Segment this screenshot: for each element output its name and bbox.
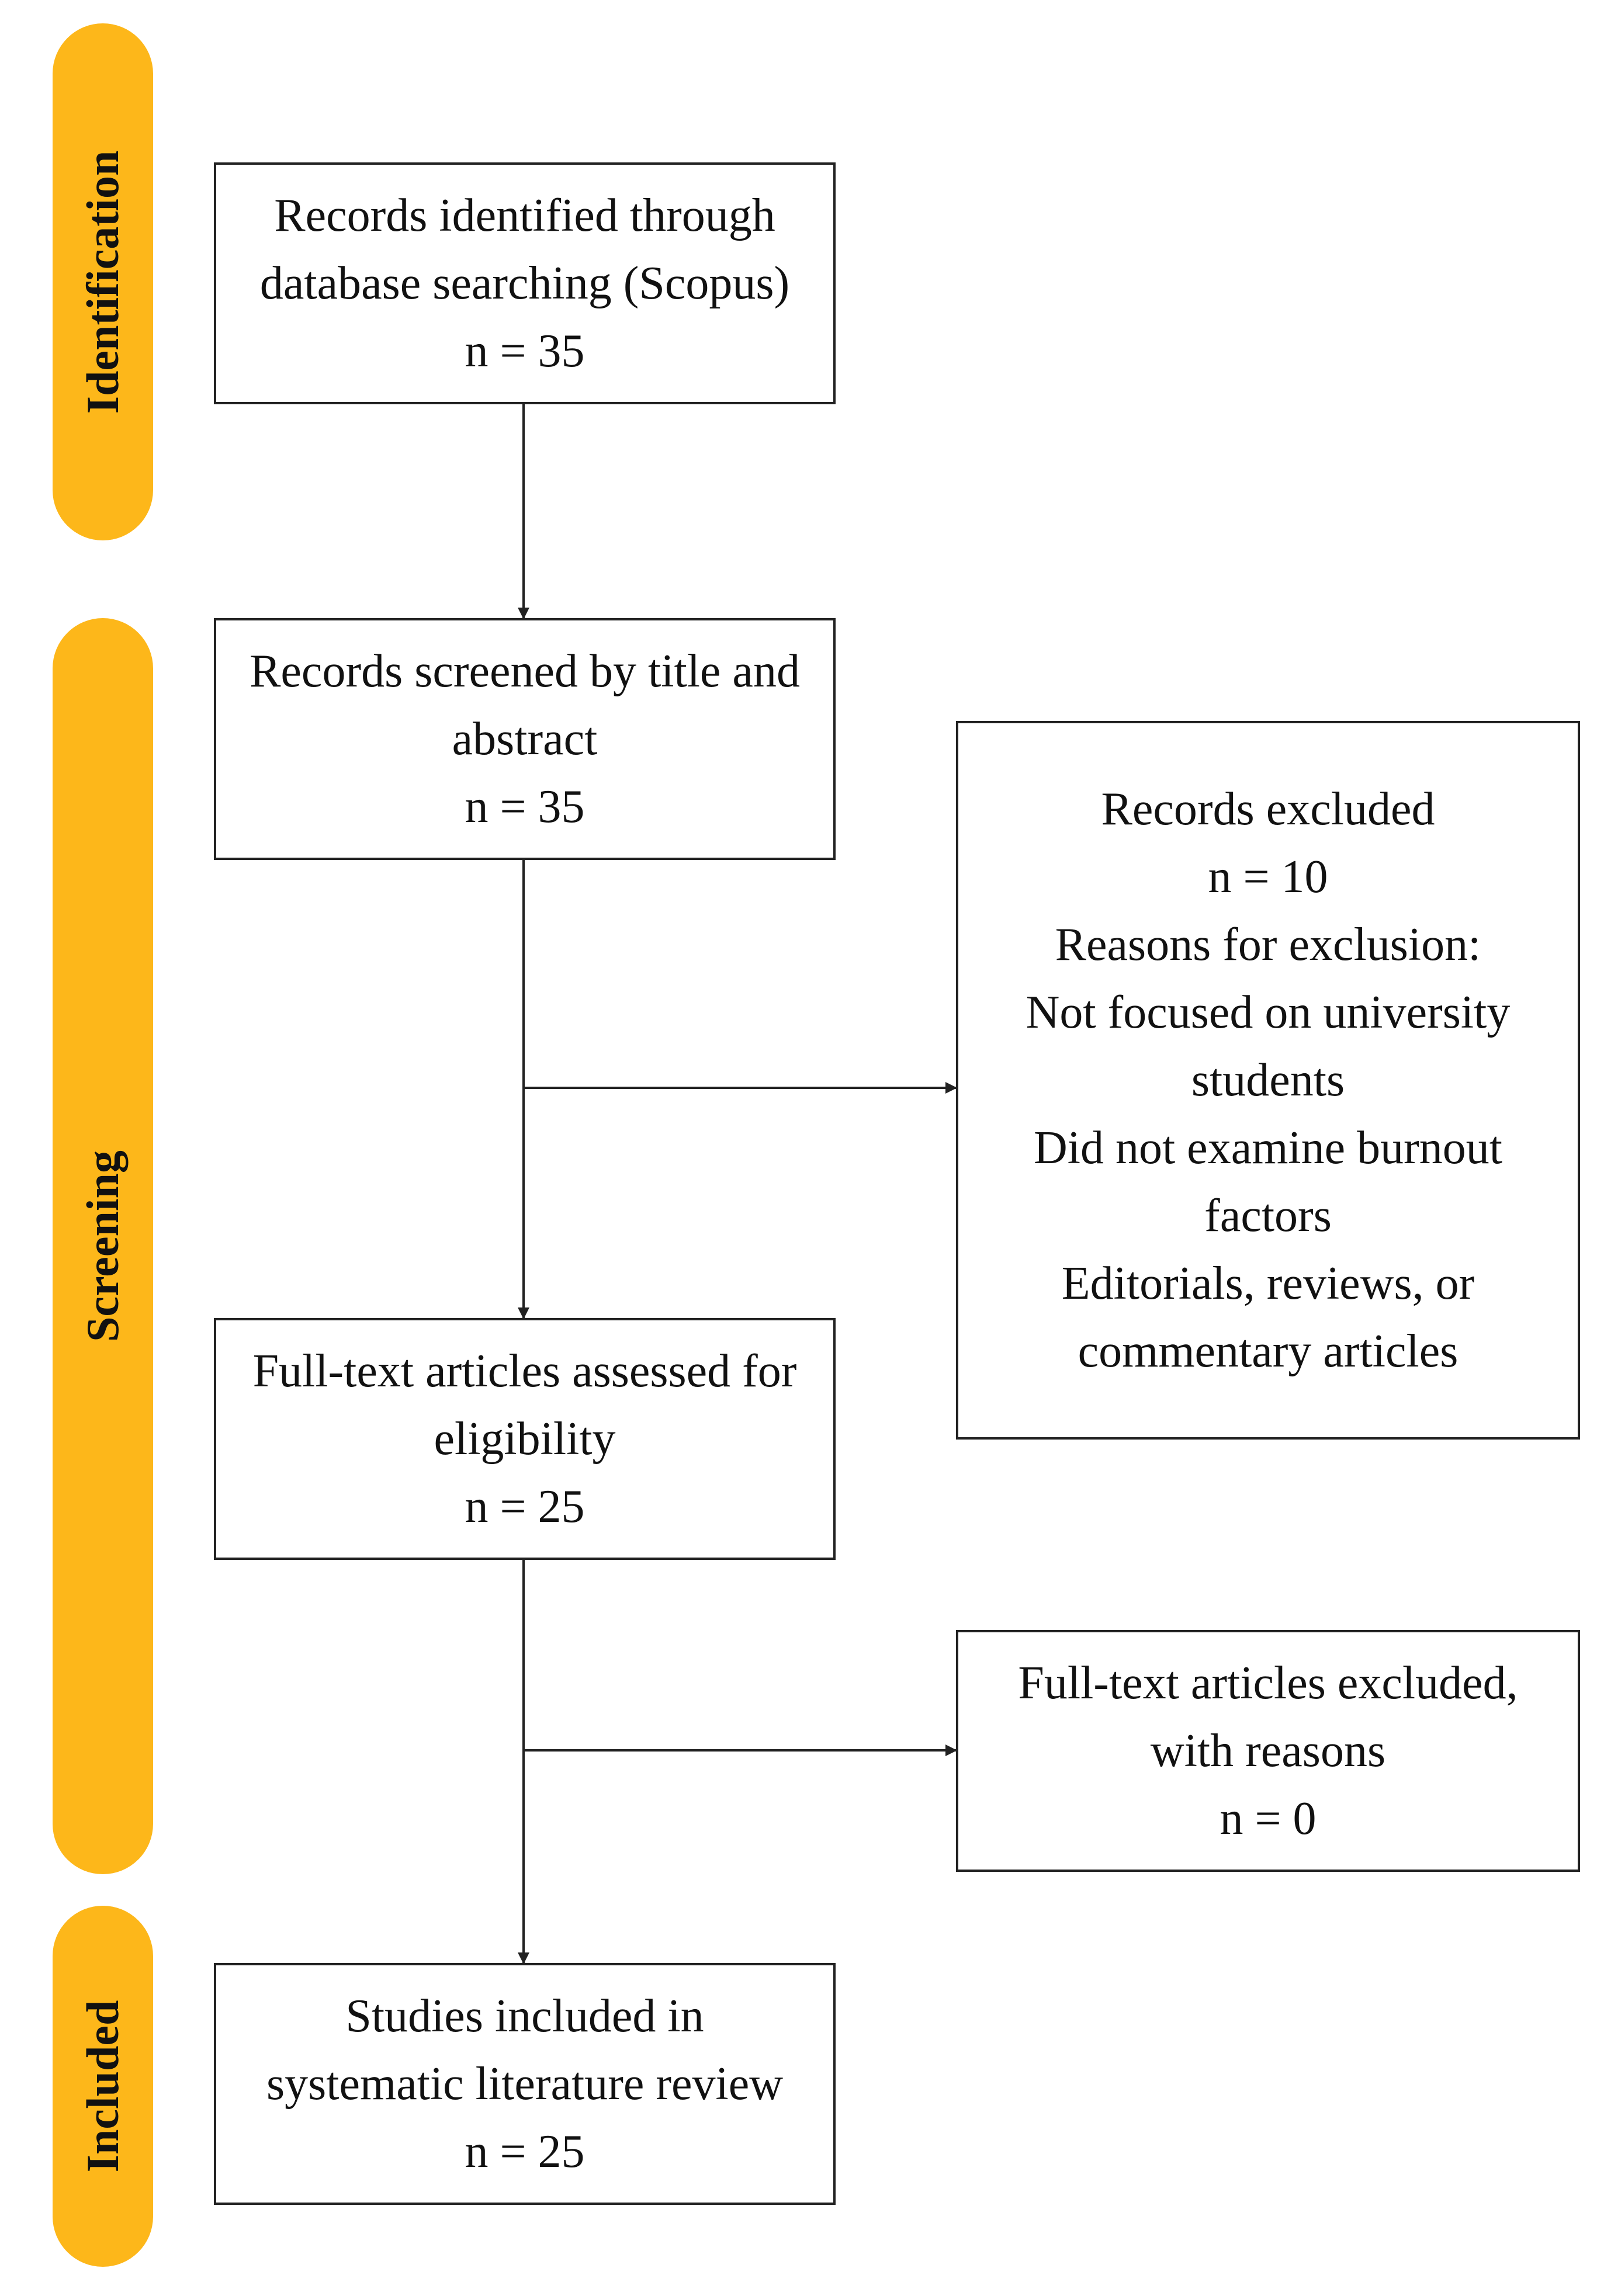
box-line: Did not examine burnout — [1033, 1122, 1503, 1174]
phase-identification: Identification — [53, 23, 153, 540]
box-line: systematic literature review — [266, 2058, 784, 2110]
box-line: database searching (Scopus) — [259, 258, 790, 309]
box-line: Studies included in — [345, 1990, 704, 2042]
box-line: abstract — [452, 713, 598, 765]
box-line: n = 35 — [465, 781, 585, 833]
box-studies-included: Studies included in systematic literatur… — [214, 1963, 836, 2205]
box-line: students — [1191, 1055, 1345, 1106]
box-line: n = 35 — [465, 325, 585, 377]
box-line: eligibility — [434, 1413, 616, 1465]
box-line: factors — [1204, 1190, 1332, 1241]
box-line: Reasons for exclusion: — [1055, 919, 1481, 970]
box-line: Records screened by title and — [250, 646, 800, 697]
phase-included: Included — [53, 1906, 153, 2267]
box-fulltext-assessed: Full-text articles assessed for eligibil… — [214, 1318, 836, 1560]
box-line: Records excluded — [1101, 783, 1435, 835]
box-records-identified: Records identified through database sear… — [214, 162, 836, 404]
box-line: n = 0 — [1220, 1793, 1317, 1844]
phase-screening: Screening — [53, 618, 153, 1874]
box-fulltext-excluded: Full-text articles excluded, with reason… — [956, 1630, 1580, 1872]
box-line: Editorials, reviews, or — [1061, 1258, 1475, 1309]
box-line: Not focused on university — [1026, 987, 1511, 1038]
box-line: n = 25 — [465, 1481, 585, 1532]
box-line: n = 25 — [465, 2126, 585, 2177]
box-records-excluded: Records excluded n = 10 Reasons for excl… — [956, 721, 1580, 1440]
box-line: Records identified through — [274, 190, 775, 241]
box-line: Full-text articles excluded, — [1018, 1657, 1518, 1709]
box-line: Full-text articles assessed for — [252, 1345, 797, 1397]
box-line: n = 10 — [1208, 851, 1328, 903]
box-line: with reasons — [1150, 1725, 1386, 1777]
box-records-screened: Records screened by title and abstract n… — [214, 618, 836, 860]
box-line: commentary articles — [1078, 1326, 1459, 1377]
